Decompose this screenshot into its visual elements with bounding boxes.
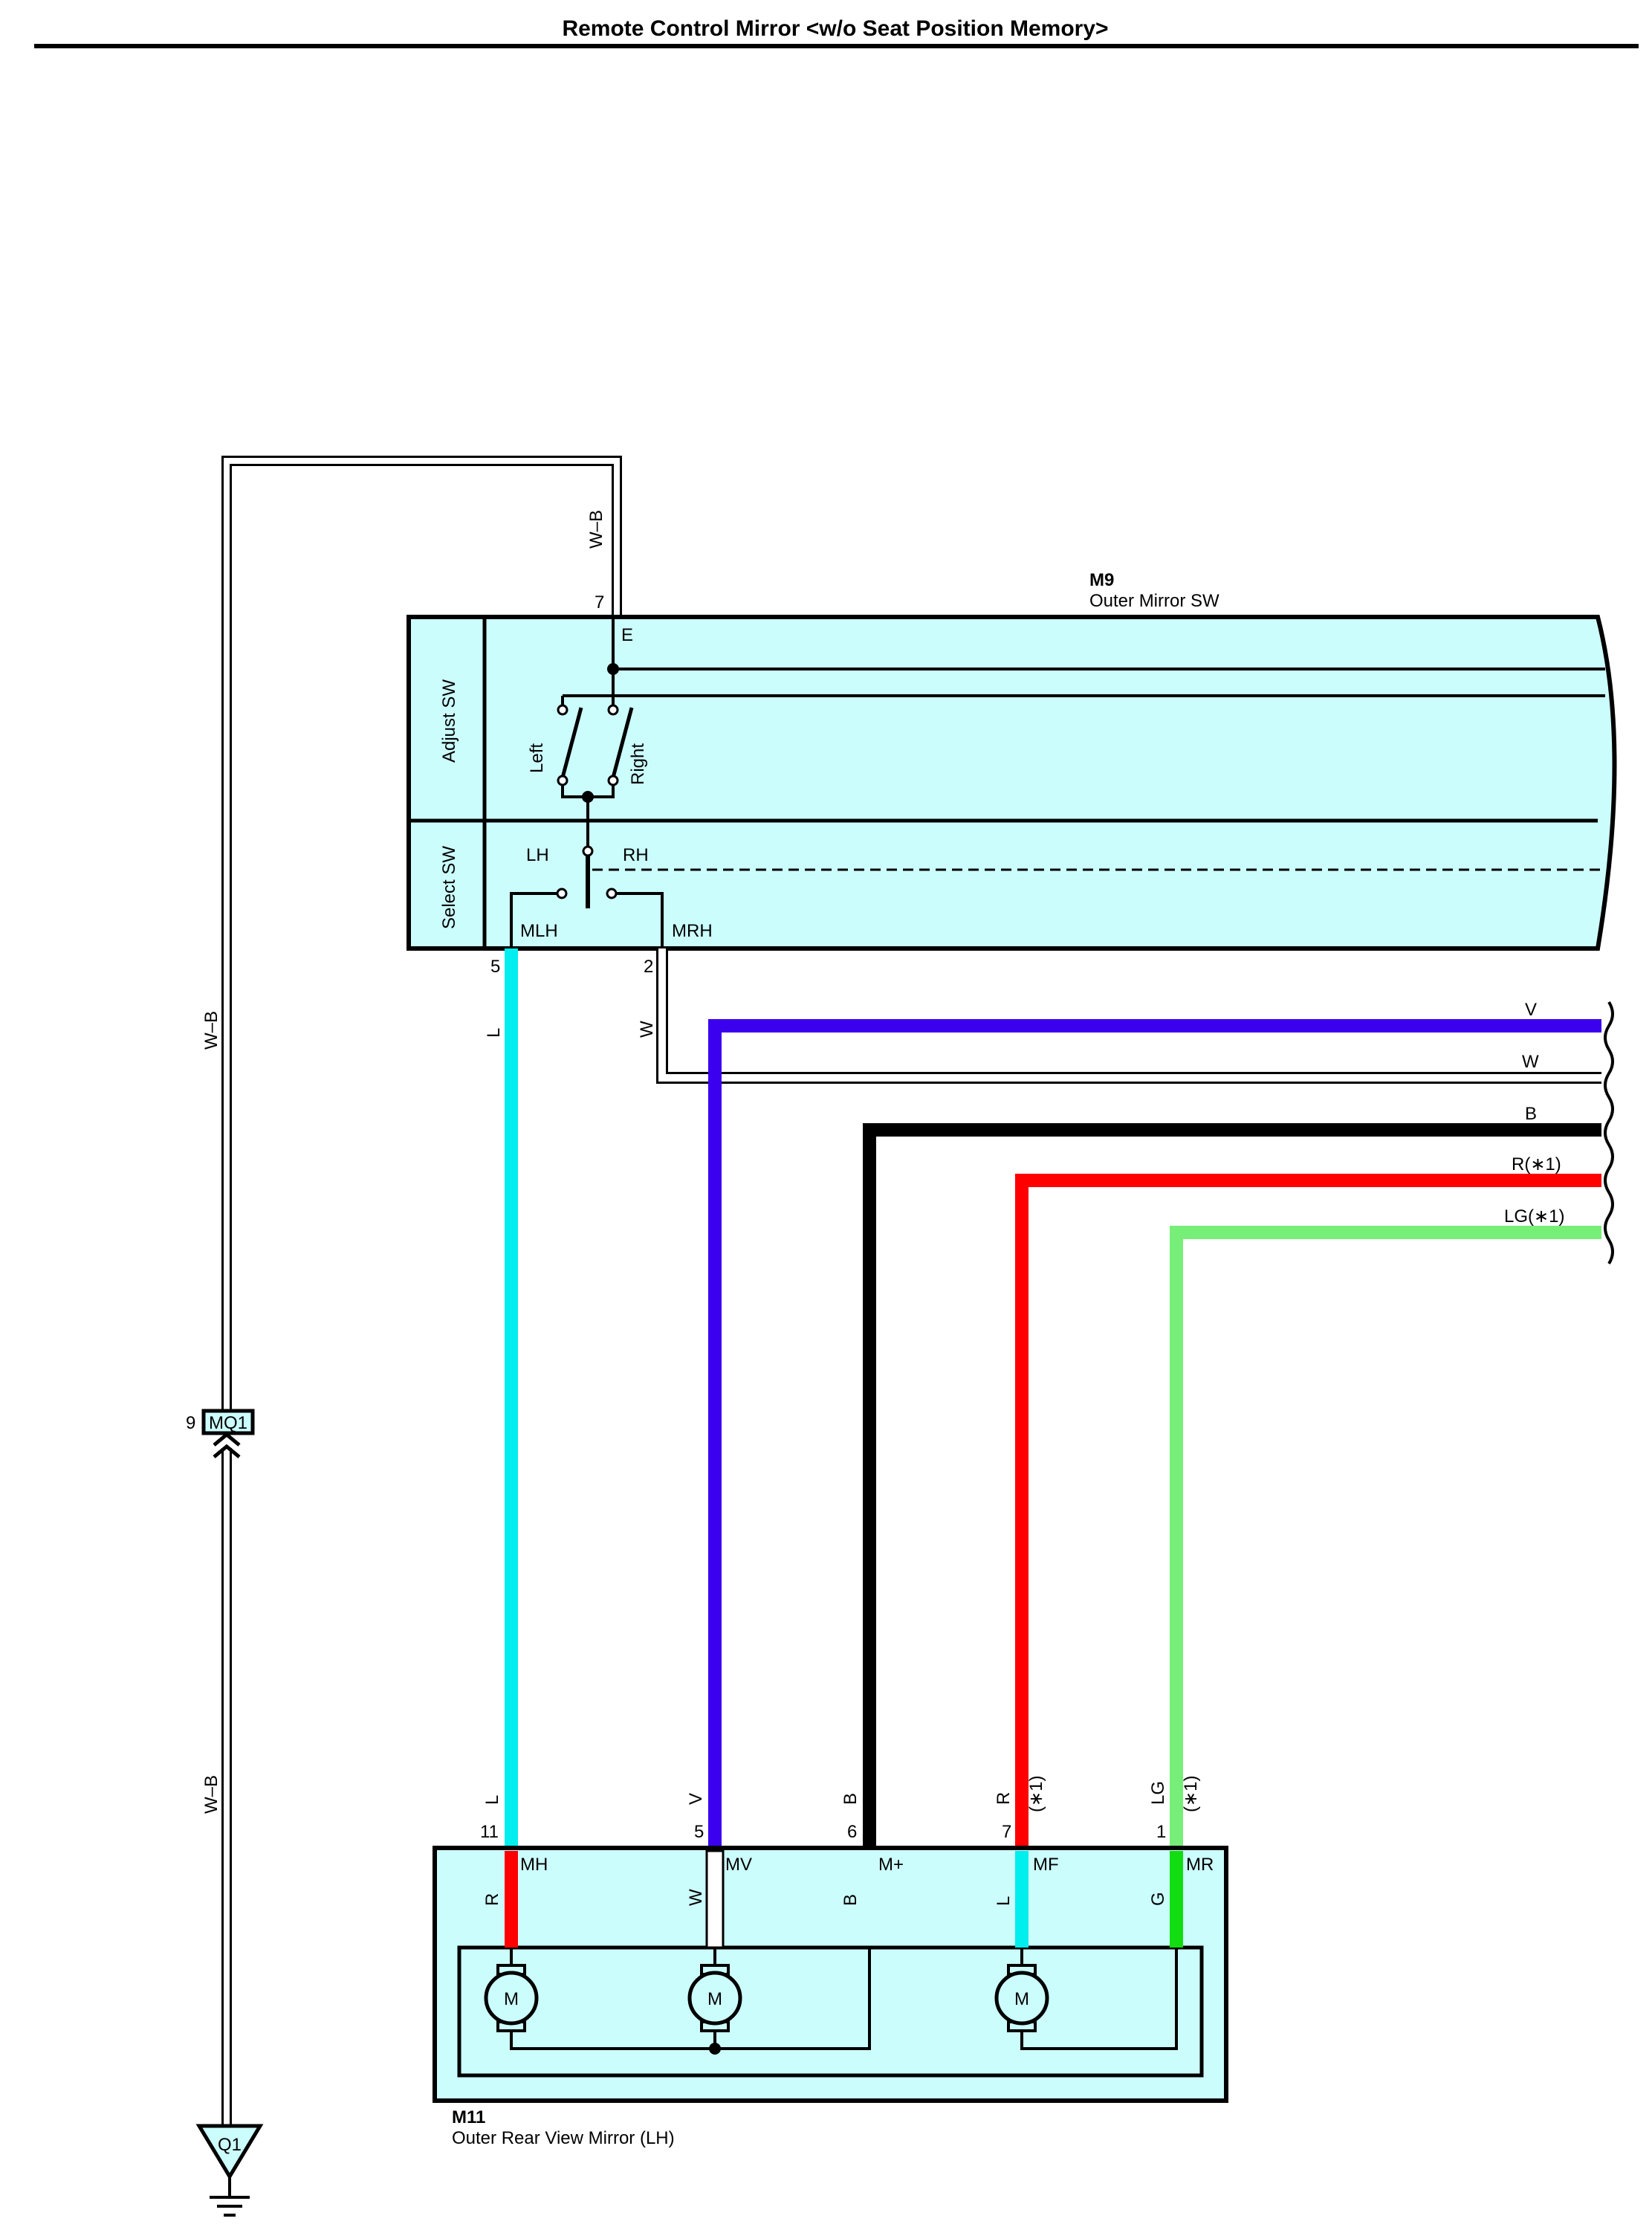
- terminal-mf: MF: [1033, 1855, 1059, 1875]
- inner-wire-b: B: [840, 1894, 861, 1906]
- wire-label-l: L: [484, 1028, 504, 1038]
- terminal-e: E: [621, 625, 633, 645]
- m11-wire-label-l: L: [482, 1795, 502, 1805]
- m11-pin-5: 5: [694, 1822, 704, 1842]
- ground-wire-wb: [221, 456, 622, 2124]
- m11-outer-rear-view-mirror: M M M MH MV M+ MF MR R W B L G: [433, 1846, 1228, 2103]
- m9-code: M9: [1089, 570, 1114, 590]
- lh-label: LH: [526, 845, 549, 865]
- m11-wire-label-lg: LG: [1148, 1781, 1168, 1805]
- wire-r: [1015, 1174, 1601, 1851]
- terminal-mr: MR: [1186, 1855, 1214, 1875]
- wire-label-lg-right: LG(∗1): [1504, 1206, 1564, 1226]
- inner-wire-l: L: [994, 1896, 1014, 1906]
- inner-wire-g: G: [1148, 1892, 1168, 1906]
- m11-code: M11: [452, 2107, 485, 2127]
- left-switch-label: Left: [527, 743, 547, 773]
- motor-mv-label: M: [707, 1989, 722, 2009]
- wire-v: [708, 1019, 1601, 1851]
- m11-wire-label-b: B: [840, 1793, 861, 1805]
- terminal-mlh: MLH: [520, 921, 558, 941]
- wire-label-b-right: B: [1525, 1104, 1537, 1124]
- rh-label: RH: [623, 845, 649, 865]
- wire-break-marks: [1604, 1001, 1614, 1265]
- m11-wire-label-v: V: [686, 1793, 706, 1805]
- m11-wire-note-r: (∗1): [1026, 1776, 1046, 1812]
- m9-name: Outer Mirror SW: [1089, 591, 1219, 611]
- terminal-mplus: M+: [878, 1855, 904, 1875]
- m11-wire-note-lg: (∗1): [1181, 1776, 1201, 1812]
- wire-label-w: W: [637, 1021, 657, 1038]
- terminal-mh: MH: [520, 1855, 548, 1875]
- mq1-code: MQ1: [209, 1413, 247, 1433]
- motor-mf-icon: M: [994, 1964, 1049, 2032]
- wire-label-w-right: W: [1522, 1052, 1539, 1072]
- m11-name: Outer Rear View Mirror (LH): [452, 2128, 675, 2148]
- wire-label-wb-left-lower: W–B: [201, 1775, 221, 1814]
- m9-outer-mirror-switch: Adjust SW Select SW Left Right LH RH MLH…: [406, 615, 1617, 951]
- m9-pin-e: 7: [595, 592, 604, 613]
- right-switch-label: Right: [628, 743, 648, 785]
- m9-pin-mlh: 5: [490, 957, 500, 977]
- page-title: Remote Control Mirror <w/o Seat Position…: [562, 16, 1108, 41]
- terminal-mv: MV: [725, 1855, 752, 1875]
- wire-label-wb-left-upper: W–B: [201, 1011, 221, 1050]
- motor-mh-label: M: [504, 1989, 519, 2009]
- m11-pin-7: 7: [1002, 1822, 1011, 1842]
- mq1-pin: 9: [186, 1413, 195, 1433]
- mq1-connector: [201, 1409, 255, 1458]
- wire-label-r-right: R(∗1): [1512, 1154, 1561, 1174]
- wire-b: [863, 1123, 1601, 1948]
- wire-w-mrh: [656, 948, 1601, 1084]
- q1-ground-icon: [195, 2124, 264, 2217]
- wire-lg: [1170, 1226, 1601, 1851]
- wire-label-wb-top: W–B: [586, 510, 606, 549]
- terminal-mrh: MRH: [672, 921, 713, 941]
- motor-mv-icon: M: [687, 1964, 742, 2032]
- inner-wire-r: R: [482, 1893, 502, 1906]
- m9-pin-mrh: 2: [644, 957, 653, 977]
- select-sw-label: Select SW: [439, 846, 459, 929]
- wire-label-v-right: V: [1525, 1000, 1537, 1020]
- m11-pin-1: 1: [1156, 1822, 1166, 1842]
- adjust-sw-label: Adjust SW: [439, 679, 459, 763]
- inner-wire-w: W: [686, 1889, 706, 1906]
- q1-code: Q1: [218, 2135, 242, 2155]
- m11-pin-6: 6: [847, 1822, 857, 1842]
- m11-pin-11: 11: [480, 1822, 499, 1842]
- motor-mh-icon: M: [484, 1964, 539, 2032]
- motor-mf-label: M: [1014, 1989, 1029, 2009]
- m11-wire-label-r: R: [994, 1792, 1014, 1805]
